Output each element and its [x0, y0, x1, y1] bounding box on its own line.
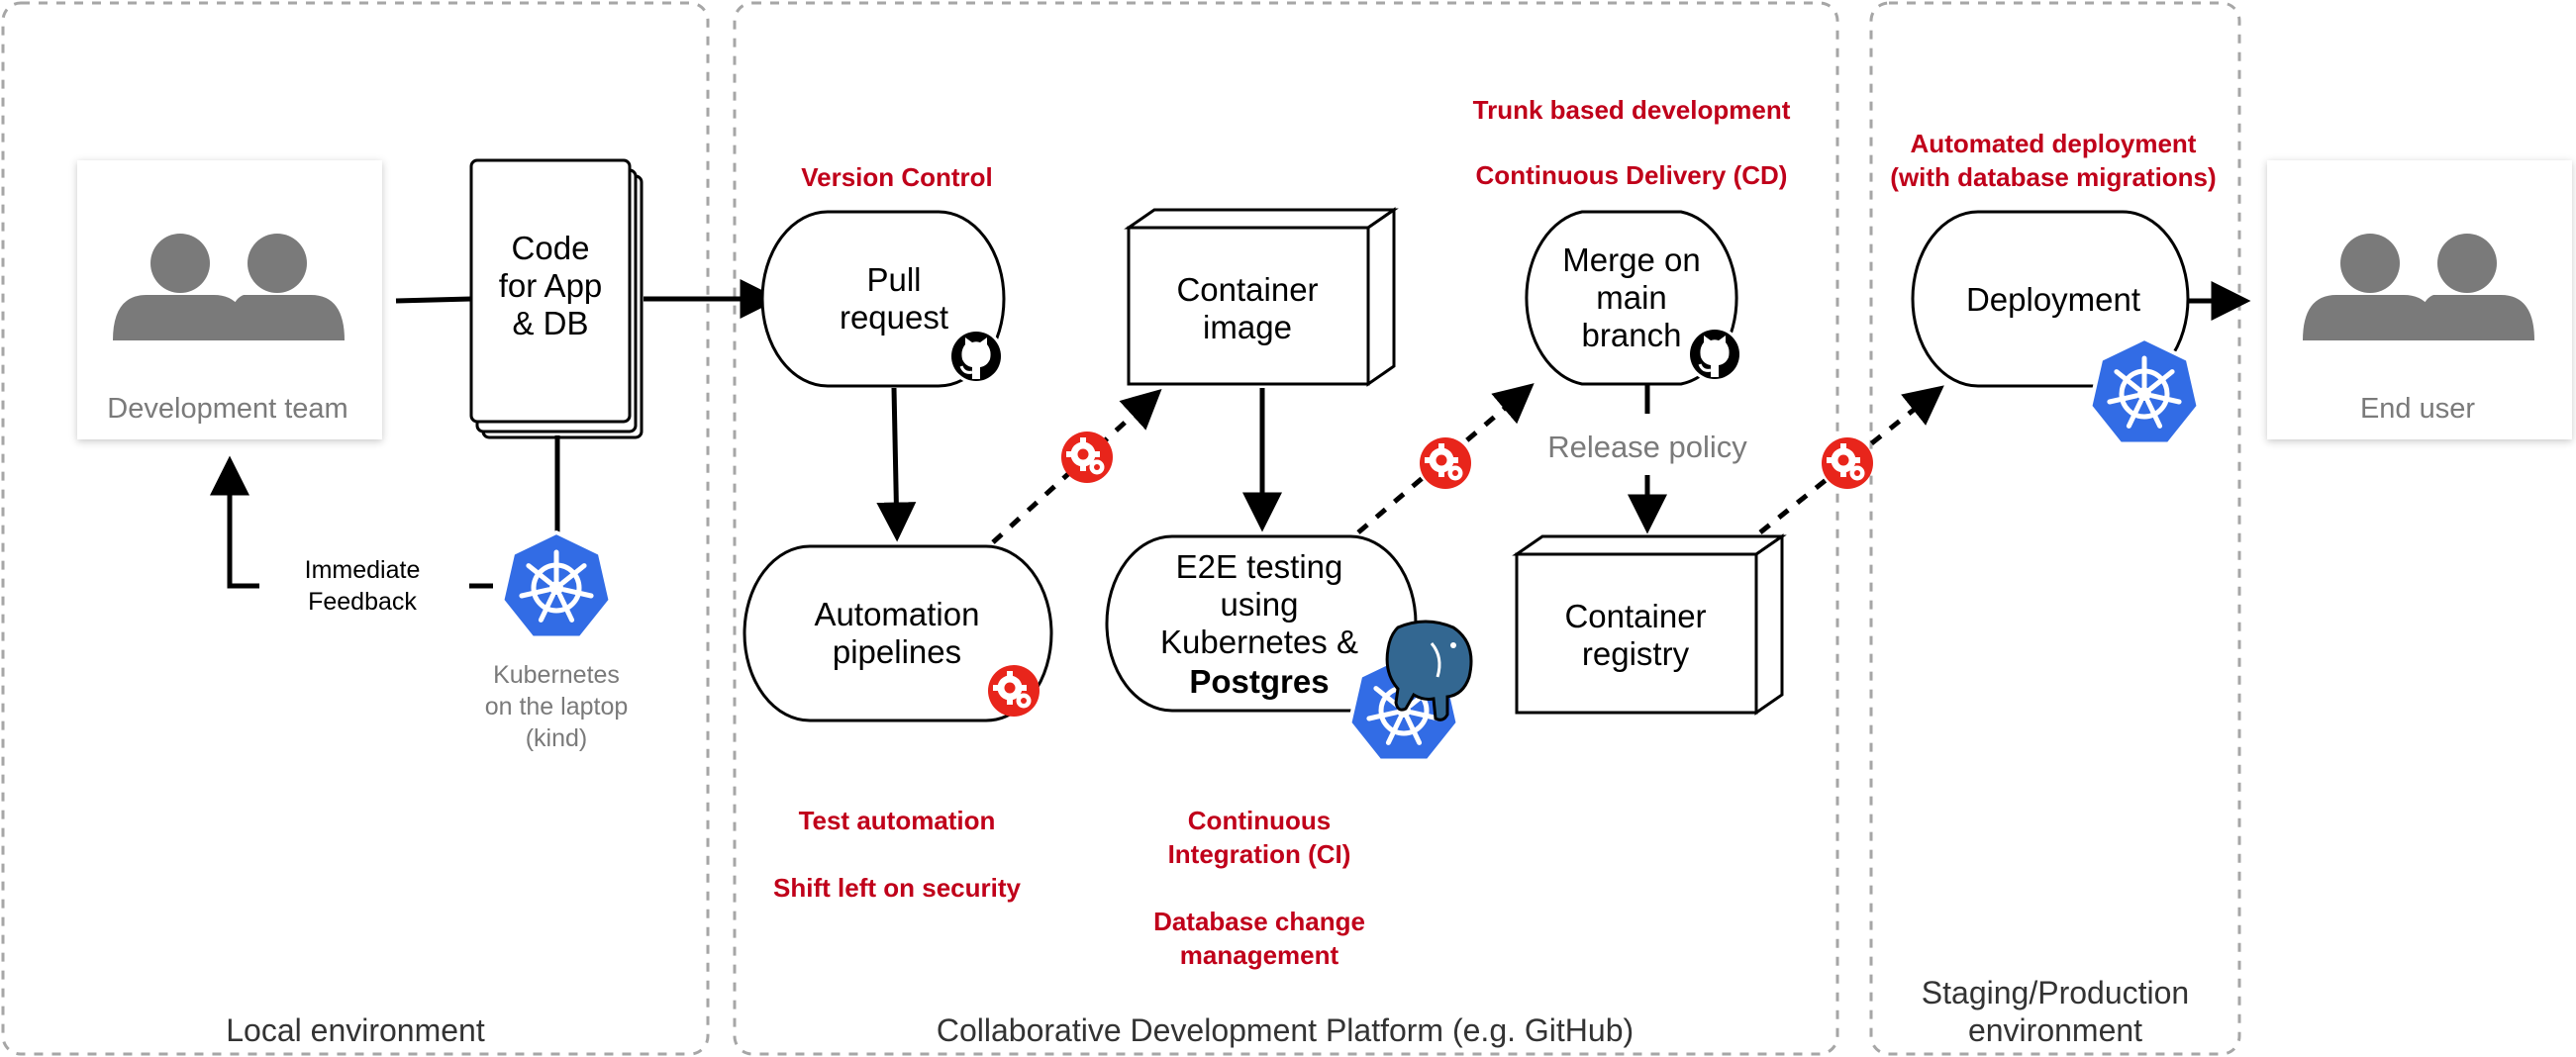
- merge-label-line2: main: [1596, 279, 1667, 316]
- note-test-automation: Test automation: [799, 806, 996, 835]
- kube-laptop-label-line3: (kind): [526, 724, 588, 752]
- kube-laptop-label-line1: Kubernetes: [493, 661, 620, 689]
- edge-registry-to-deployment: [1758, 385, 1944, 534]
- e2e-label-line2: using: [1221, 586, 1299, 623]
- merge-label-line1: Merge on: [1562, 241, 1700, 278]
- feedback-label-line2: Feedback: [308, 588, 417, 616]
- merge-node: Merge on main branch: [1525, 210, 1743, 386]
- end-user-label: End user: [2360, 393, 2475, 425]
- container-registry-node: Container registry: [1512, 533, 1787, 716]
- note-ci-line1: Continuous: [1188, 806, 1331, 835]
- deployment-label: Deployment: [1966, 281, 2140, 318]
- deployment-node: Deployment: [1911, 210, 2199, 444]
- note-trunk: Trunk based development: [1473, 95, 1791, 125]
- automation-label-line2: pipelines: [833, 633, 961, 670]
- staging-label-line2: environment: [1968, 1012, 2142, 1048]
- code-label-line3: & DB: [512, 305, 588, 341]
- note-db-change-line2: management: [1180, 940, 1339, 970]
- automation-label-line1: Automation: [815, 596, 980, 632]
- e2e-testing-node: E2E testing using Kubernetes & Postgres: [1105, 534, 1473, 761]
- edge-team-to-code: [395, 296, 472, 304]
- gears-icon: [988, 665, 1040, 717]
- note-auto-deploy-line1: Automated deployment: [1911, 129, 2197, 158]
- local-environment-label: Local environment: [226, 1012, 485, 1048]
- staging-label-line1: Staging/Production: [1922, 975, 2189, 1010]
- pull-request-label-line1: Pull: [866, 261, 921, 298]
- gears-icon: [1420, 437, 1471, 489]
- container-image-label-line2: image: [1203, 309, 1292, 345]
- local-environment-zone: [1, 1, 710, 1056]
- merge-label-line3: branch: [1582, 317, 1682, 353]
- development-team-card: Development team: [77, 160, 382, 439]
- code-label-line1: Code: [512, 230, 590, 266]
- edge-feedback-to-team: [210, 455, 259, 589]
- note-version-control: Version Control: [801, 162, 993, 192]
- github-icon: [947, 328, 1005, 385]
- container-registry-label-line1: Container: [1564, 598, 1706, 634]
- e2e-label-line3: Kubernetes &: [1160, 624, 1358, 660]
- feedback-label-line1: Immediate: [305, 556, 421, 584]
- gears-icon: [1061, 432, 1113, 483]
- kube-laptop-label-line2: on the laptop: [485, 693, 629, 721]
- pull-request-label-line2: request: [840, 299, 948, 336]
- container-image-node: Container image: [1124, 207, 1399, 387]
- staging-zone: [1869, 1, 2241, 1056]
- note-cd: Continuous Delivery (CD): [1476, 160, 1788, 190]
- e2e-label-line1: E2E testing: [1176, 548, 1343, 585]
- code-label-line2: for App: [499, 267, 603, 304]
- pull-request-node: Pull request: [760, 210, 1006, 388]
- note-ci-line2: Integration (CI): [1168, 839, 1351, 869]
- development-team-label: Development team: [107, 393, 347, 425]
- container-registry-label-line2: registry: [1582, 635, 1690, 672]
- automation-pipelines-node: Automation pipelines: [743, 544, 1053, 722]
- gears-icon: [1822, 437, 1873, 489]
- release-policy-label: Release policy: [1547, 430, 1747, 464]
- kubernetes-icon: [502, 532, 610, 638]
- note-auto-deploy-line2: (with database migrations): [1890, 162, 2216, 192]
- e2e-label-line4: Postgres: [1189, 663, 1329, 700]
- platform-label: Collaborative Development Platform (e.g.…: [937, 1012, 1634, 1048]
- container-image-label-line1: Container: [1176, 271, 1318, 308]
- github-icon: [1686, 326, 1743, 383]
- note-shift-left: Shift left on security: [773, 873, 1021, 903]
- end-user-card: End user: [2267, 160, 2572, 439]
- postgres-elephant-icon: [1385, 620, 1473, 721]
- code-node: Code for App & DB: [469, 158, 644, 439]
- note-db-change-line1: Database change: [1153, 907, 1365, 936]
- edge-pull-request-to-automation: [876, 387, 917, 542]
